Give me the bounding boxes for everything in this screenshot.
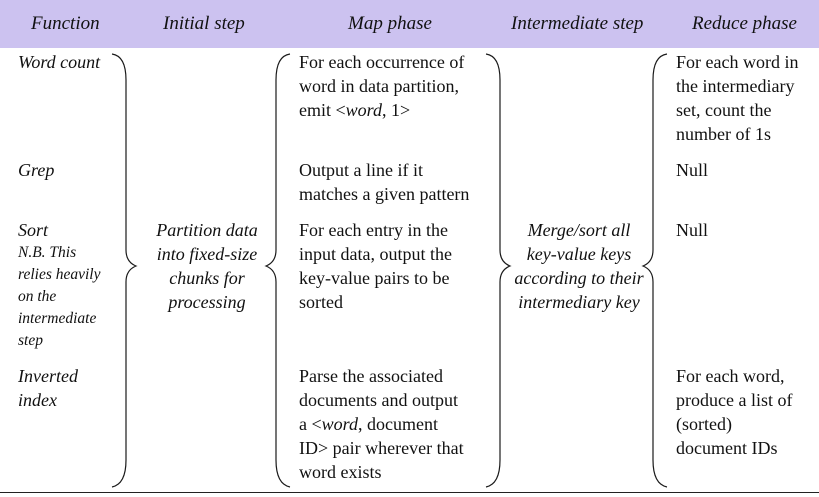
- function-sort: Sort: [18, 220, 49, 240]
- function-inverted-index-line1: Inverted: [18, 366, 78, 386]
- brace-map-open: [264, 53, 291, 488]
- header-initial-step: Initial step: [163, 13, 245, 34]
- brace-reduce-open: [641, 53, 668, 488]
- header-intermediate-step: Intermediate step: [511, 13, 644, 34]
- header-reduce-phase: Reduce phase: [692, 13, 797, 34]
- brace-function-close: [111, 53, 138, 488]
- reduce-sort: Null: [676, 220, 709, 240]
- function-grep: Grep: [18, 160, 55, 180]
- table-header: Function Initial step Map phase Intermed…: [0, 0, 819, 48]
- function-inverted-index-line2: index: [18, 390, 57, 410]
- bottom-rule: [0, 492, 819, 493]
- header-map-phase: Map phase: [348, 13, 432, 34]
- header-function: Function: [31, 13, 100, 34]
- function-word-count: Word count: [18, 52, 101, 72]
- reduce-grep: Null: [676, 160, 709, 180]
- brace-map-close: [485, 53, 512, 488]
